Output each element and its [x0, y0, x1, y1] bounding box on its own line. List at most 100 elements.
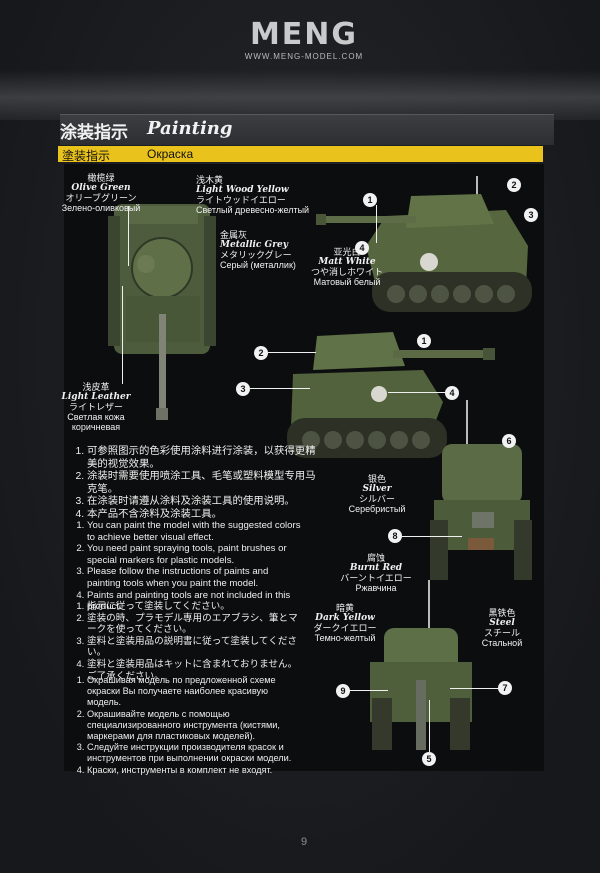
logo-text: MENG — [249, 17, 359, 52]
smoke-background — [0, 70, 600, 120]
light-leather-ru-1: Светлая кожа — [67, 412, 125, 422]
dark-yellow-jp: ダークイエロー — [313, 623, 377, 633]
leader-line — [388, 392, 448, 393]
instruction-jp-2: 塗装の時、プラモデル専用のエアブラシ、筆とマークを使ってください。 — [87, 613, 302, 636]
leader-line — [250, 388, 310, 389]
logo-url: WWW.MENG-MODEL.COM — [244, 52, 364, 61]
instruction-jp-4: 塗料と塗装用品はキットに含まれておりません。ご了承ください。 — [87, 659, 302, 682]
instruction-cn-2: 涂装时需要使用喷涂工具、毛笔或塑料模型专用马克笔。 — [87, 471, 316, 496]
instructions-cn: 可参照图示的色彩使用涂料进行涂装，以获得更精美的视觉效果。 涂装时需要使用喷涂工… — [76, 446, 316, 522]
light-wood-yellow-jp: ライトウッドイエロー — [196, 195, 286, 205]
tank-front-view — [370, 580, 472, 750]
instructions-en: You can paint the model with the suggest… — [76, 520, 302, 613]
instruction-jp-1: 指示に従って塗装してください。 — [87, 601, 302, 613]
leader-line — [268, 352, 316, 353]
callout-5: 5 — [422, 752, 436, 766]
instructions-ru: Окрашивая модель по предложенной схеме о… — [76, 675, 302, 776]
steel-cn: 黑铁色 — [488, 608, 516, 618]
section-label-ru: Окраска — [147, 147, 194, 161]
silver-cn: 银色 — [367, 474, 386, 484]
olive-green-en: Olive Green — [71, 183, 131, 193]
label-light-leather: 浅皮革 Light Leather ライトレザー Светлая кожа ко… — [56, 382, 136, 432]
callout-3: 3 — [524, 208, 538, 222]
callout-6: 6 — [502, 434, 516, 448]
page-number: 9 — [300, 836, 308, 848]
leader-line — [402, 536, 462, 537]
meng-logo: MENG WWW.MENG-MODEL.COM — [238, 17, 370, 62]
silver-jp: シルバー — [358, 494, 395, 504]
metallic-grey-jp: メタリックグレー — [220, 250, 292, 260]
steel-ru: Стальной — [481, 638, 523, 648]
light-leather-en: Light Leather — [61, 392, 131, 402]
callout-8: 8 — [388, 529, 402, 543]
callout-4: 4 — [355, 241, 369, 255]
silver-ru: Серебристый — [348, 504, 406, 514]
label-olive-green: 橄榄绿 Olive Green オリーブグリーン Зелено-оливковы… — [46, 173, 156, 213]
callout-9: 9 — [336, 684, 350, 698]
instruction-ru-1: Окрашивая модель по предложенной схеме о… — [87, 675, 302, 709]
instruction-ru-3: Следуйте инструкции производителя красок… — [87, 742, 302, 764]
burnt-red-ru: Ржавчина — [355, 583, 397, 593]
instruction-cn-4: 本产品不含涂料及涂装工具。 — [87, 509, 316, 522]
leader-line — [122, 286, 123, 384]
burnt-red-jp: バーントイエロー — [340, 573, 412, 583]
label-dark-yellow: 暗黄 Dark Yellow ダークイエロー Темно-желтый — [300, 603, 390, 643]
callout-2: 2 — [507, 178, 521, 192]
matt-white-jp: つや消しホワイト — [310, 267, 383, 277]
instruction-cn-1: 可参照图示的色彩使用涂料进行涂装，以获得更精美的视觉效果。 — [87, 446, 316, 471]
leader-line — [128, 206, 129, 266]
light-leather-ru-2: коричневая — [71, 422, 121, 432]
matt-white-cn: 亚光白 — [333, 247, 361, 257]
metallic-grey-cn: 金属灰 — [220, 230, 248, 240]
instruction-en-1: You can paint the model with the suggest… — [87, 520, 302, 543]
instruction-en-3: Please follow the instructions of paints… — [87, 566, 302, 589]
leader-line — [376, 205, 377, 243]
label-burnt-red: 腐蚀 Burnt Red バーントイエロー Ржавчина — [336, 553, 416, 593]
callout-1: 1 — [363, 193, 377, 207]
dark-yellow-cn: 暗黄 — [335, 603, 354, 613]
leader-line — [348, 690, 388, 691]
burnt-red-en: Burnt Red — [349, 563, 403, 573]
olive-green-cn: 橄榄绿 — [87, 173, 115, 183]
title-en: Painting — [147, 118, 233, 139]
light-wood-yellow-ru: Светлый древесно-желтый — [196, 205, 310, 215]
callout-3b: 3 — [236, 382, 250, 396]
leader-line — [429, 700, 430, 752]
instruction-en-4: Paints and painting tools are not includ… — [87, 590, 302, 613]
matt-white-en: Matt White — [318, 257, 376, 267]
callout-4b: 4 — [445, 386, 459, 400]
title-cn: 涂装指示 — [60, 123, 128, 143]
callout-2b: 2 — [254, 346, 268, 360]
instruction-jp-3: 塗料と塗装用品の説明書に従って塗装してください。 — [87, 636, 302, 659]
callout-1b: 1 — [417, 334, 431, 348]
label-metallic-grey: 金属灰 Metallic Grey メタリックグレー Серый (металл… — [220, 230, 320, 270]
tank-top-view — [108, 204, 216, 420]
light-wood-yellow-cn: 浅木黄 — [196, 175, 224, 185]
metallic-grey-en: Metallic Grey — [220, 240, 288, 250]
callout-7: 7 — [498, 681, 512, 695]
burnt-red-cn: 腐蚀 — [366, 553, 385, 563]
instruction-cn-3: 在涂装时请遵从涂料及涂装工具的使用说明。 — [87, 496, 316, 509]
tank-side-view-2 — [287, 332, 495, 458]
silver-en: Silver — [362, 484, 392, 494]
olive-green-jp: オリーブグリーン — [65, 193, 137, 203]
light-leather-jp: ライトレザー — [68, 402, 123, 412]
steel-jp: スチール — [483, 628, 520, 638]
metallic-grey-ru: Серый (металлик) — [220, 260, 296, 270]
label-steel: 黑铁色 Steel スチール Стальной — [474, 608, 530, 648]
label-matt-white: 亚光白 Matt White つや消しホワイト Матовый белый — [302, 247, 392, 287]
steel-en: Steel — [489, 618, 515, 628]
section-band — [58, 146, 543, 162]
label-light-wood-yellow: 浅木黄 Light Wood Yellow ライトウッドイエロー Светлый… — [196, 175, 336, 215]
matt-white-ru: Матовый белый — [313, 277, 381, 287]
leader-line — [450, 688, 500, 689]
olive-green-ru: Зелено-оливковый — [61, 203, 141, 213]
light-wood-yellow-en: Light Wood Yellow — [196, 185, 289, 195]
instruction-ru-2: Окрашивайте модель с помощью специализир… — [87, 709, 302, 743]
title-band — [60, 114, 554, 145]
light-leather-cn: 浅皮革 — [82, 382, 110, 392]
label-silver: 银色 Silver シルバー Серебристый — [342, 474, 412, 514]
instructions-jp: 指示に従って塗装してください。 塗装の時、プラモデル専用のエアブラシ、筆とマーク… — [76, 601, 302, 682]
dark-yellow-en: Dark Yellow — [315, 613, 375, 623]
